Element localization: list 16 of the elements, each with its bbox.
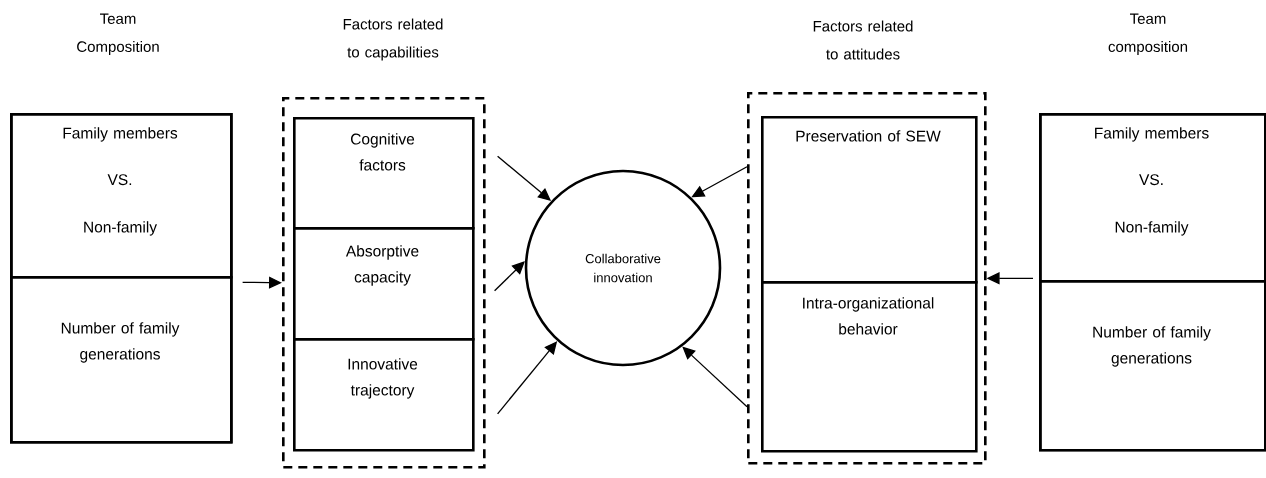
text-box: Intra-organizational behavior (761, 281, 978, 453)
group-heading: Factors related to attitudes (813, 20, 913, 60)
group-heading: Team Composition (77, 13, 159, 55)
text-box: Absorptive capacity (293, 227, 475, 341)
group-heading: Team composition (1108, 13, 1188, 55)
text-box: Number of family generations (1039, 280, 1266, 452)
text-box: Innovative trajectory (293, 338, 475, 452)
text-box: Family members VS. Non-family (10, 113, 233, 279)
group-heading: Factors related to capabilities (343, 18, 443, 61)
arrow (682, 346, 748, 408)
text-box: Cognitive factors (293, 117, 475, 230)
text-box: Preservation of SEW (761, 116, 978, 284)
arrow (241, 276, 282, 289)
arrow (493, 261, 525, 292)
text-box: Number of family generations (10, 276, 233, 444)
text-box: Family members VS. Non-family (1039, 113, 1266, 283)
